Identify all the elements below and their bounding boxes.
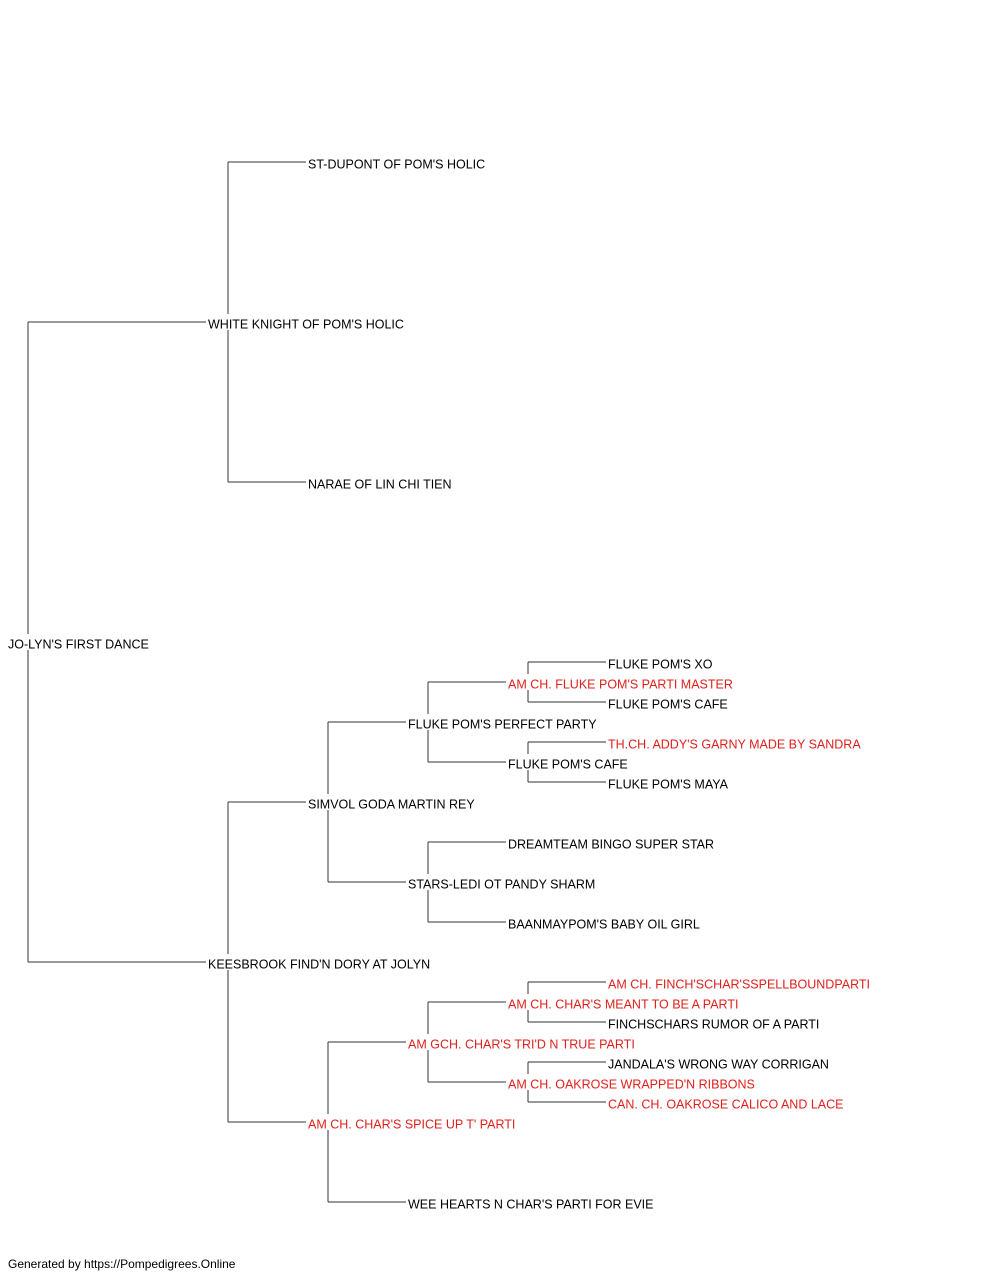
dog-name-trid-sire: AM CH. CHAR'S MEANT TO BE A PARTI (508, 998, 738, 1012)
dog-name-fpm-dam: FLUKE POM'S CAFE (608, 698, 728, 712)
dog-name-sire-dam: NARAE OF LIN CHI TIEN (308, 478, 452, 492)
dog-name-meant-dam: FINCHSCHARS RUMOR OF A PARTI (608, 1018, 819, 1032)
dog-name-dam-sire: SIMVOL GODA MARTIN REY (308, 798, 475, 812)
connector-lines (27, 161, 606, 1203)
dog-name-fpp-dam: FLUKE POM'S CAFE (508, 758, 628, 772)
dog-name-fpm-sire: FLUKE POM'S XO (608, 658, 713, 672)
dog-name-subject: JO-LYN'S FIRST DANCE (8, 638, 149, 652)
dog-name-meant-sire: AM CH. FINCH'SCHAR'SSPELLBOUNDPARTI (608, 978, 870, 992)
dog-name-dam-sire-sire: FLUKE POM'S PERFECT PARTY (408, 718, 597, 732)
dog-name-fpp-sire: AM CH. FLUKE POM'S PARTI MASTER (508, 678, 733, 692)
dog-name-dam-dam-sire: AM GCH. CHAR'S TRI'D N TRUE PARTI (408, 1038, 635, 1052)
dog-name-trid-dam: AM CH. OAKROSE WRAPPED'N RIBBONS (508, 1078, 755, 1092)
dog-name-dam-sire-dam: STARS-LEDI OT PANDY SHARM (408, 878, 595, 892)
dog-name-sire-sire: ST-DUPONT OF POM'S HOLIC (308, 158, 485, 172)
dog-names: JO-LYN'S FIRST DANCE WHITE KNIGHT OF POM'… (8, 158, 870, 1212)
dog-name-dam: KEESBROOK FIND'N DORY AT JOLYN (208, 958, 430, 972)
dog-name-sire: WHITE KNIGHT OF POM'S HOLIC (208, 318, 404, 332)
dog-name-oak-sire: JANDALA'S WRONG WAY CORRIGAN (608, 1058, 829, 1072)
dog-name-dam-dam: AM CH. CHAR'S SPICE UP T' PARTI (308, 1118, 515, 1132)
dog-name-cafe-dam: FLUKE POM'S MAYA (608, 778, 729, 792)
dog-name-dam-dam-dam: WEE HEARTS N CHAR'S PARTI FOR EVIE (408, 1198, 653, 1212)
footer-credit: Generated by https://Pompedigrees.Online (8, 1257, 236, 1271)
dog-name-oak-dam: CAN. CH. OAKROSE CALICO AND LACE (608, 1098, 843, 1112)
dog-name-cafe-sire: TH.CH. ADDY'S GARNY MADE BY SANDRA (608, 738, 861, 752)
dog-name-stars-dam: BAANMAYPOM'S BABY OIL GIRL (508, 918, 700, 932)
dog-name-stars-sire: DREAMTEAM BINGO SUPER STAR (508, 838, 714, 852)
